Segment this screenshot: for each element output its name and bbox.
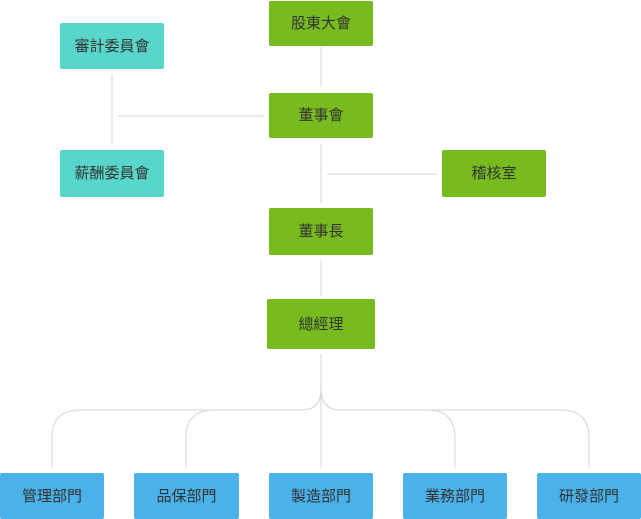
node-label: 管理部門 <box>21 486 82 505</box>
node-label: 品保部門 <box>156 486 217 505</box>
node-dept-rd[interactable]: 研發部門 <box>537 473 641 519</box>
node-shareholders-meeting[interactable]: 股東大會 <box>269 1 373 46</box>
node-label: 稽核室 <box>471 164 517 182</box>
node-dept-sales[interactable]: 業務部門 <box>403 473 507 519</box>
node-label: 業務部門 <box>424 486 485 505</box>
node-compensation-committee[interactable]: 薪酬委員會 <box>60 150 164 197</box>
node-audit-committee[interactable]: 審計委員會 <box>60 23 164 69</box>
node-board-of-directors[interactable]: 董事會 <box>269 93 373 138</box>
node-general-manager[interactable]: 總經理 <box>267 299 375 349</box>
connector-branch-rd <box>320 389 590 468</box>
node-label: 股東大會 <box>290 14 351 32</box>
node-label: 董事長 <box>298 222 344 240</box>
connector-branch-qa <box>185 389 322 468</box>
node-label: 總經理 <box>298 314 344 333</box>
node-dept-quality-assurance[interactable]: 品保部門 <box>134 473 239 519</box>
node-chairman[interactable]: 董事長 <box>269 208 373 255</box>
node-label: 研發部門 <box>558 486 619 505</box>
connector-branch-sales <box>320 389 456 468</box>
connector-branch-mgmt <box>51 389 322 468</box>
node-audit-office[interactable]: 稽核室 <box>442 150 546 197</box>
node-label: 薪酬委員會 <box>74 164 150 182</box>
node-dept-manufacturing[interactable]: 製造部門 <box>269 473 373 519</box>
node-label: 製造部門 <box>290 486 351 505</box>
node-dept-management[interactable]: 管理部門 <box>0 473 104 519</box>
node-label: 董事會 <box>298 106 344 124</box>
node-label: 審計委員會 <box>74 36 150 55</box>
